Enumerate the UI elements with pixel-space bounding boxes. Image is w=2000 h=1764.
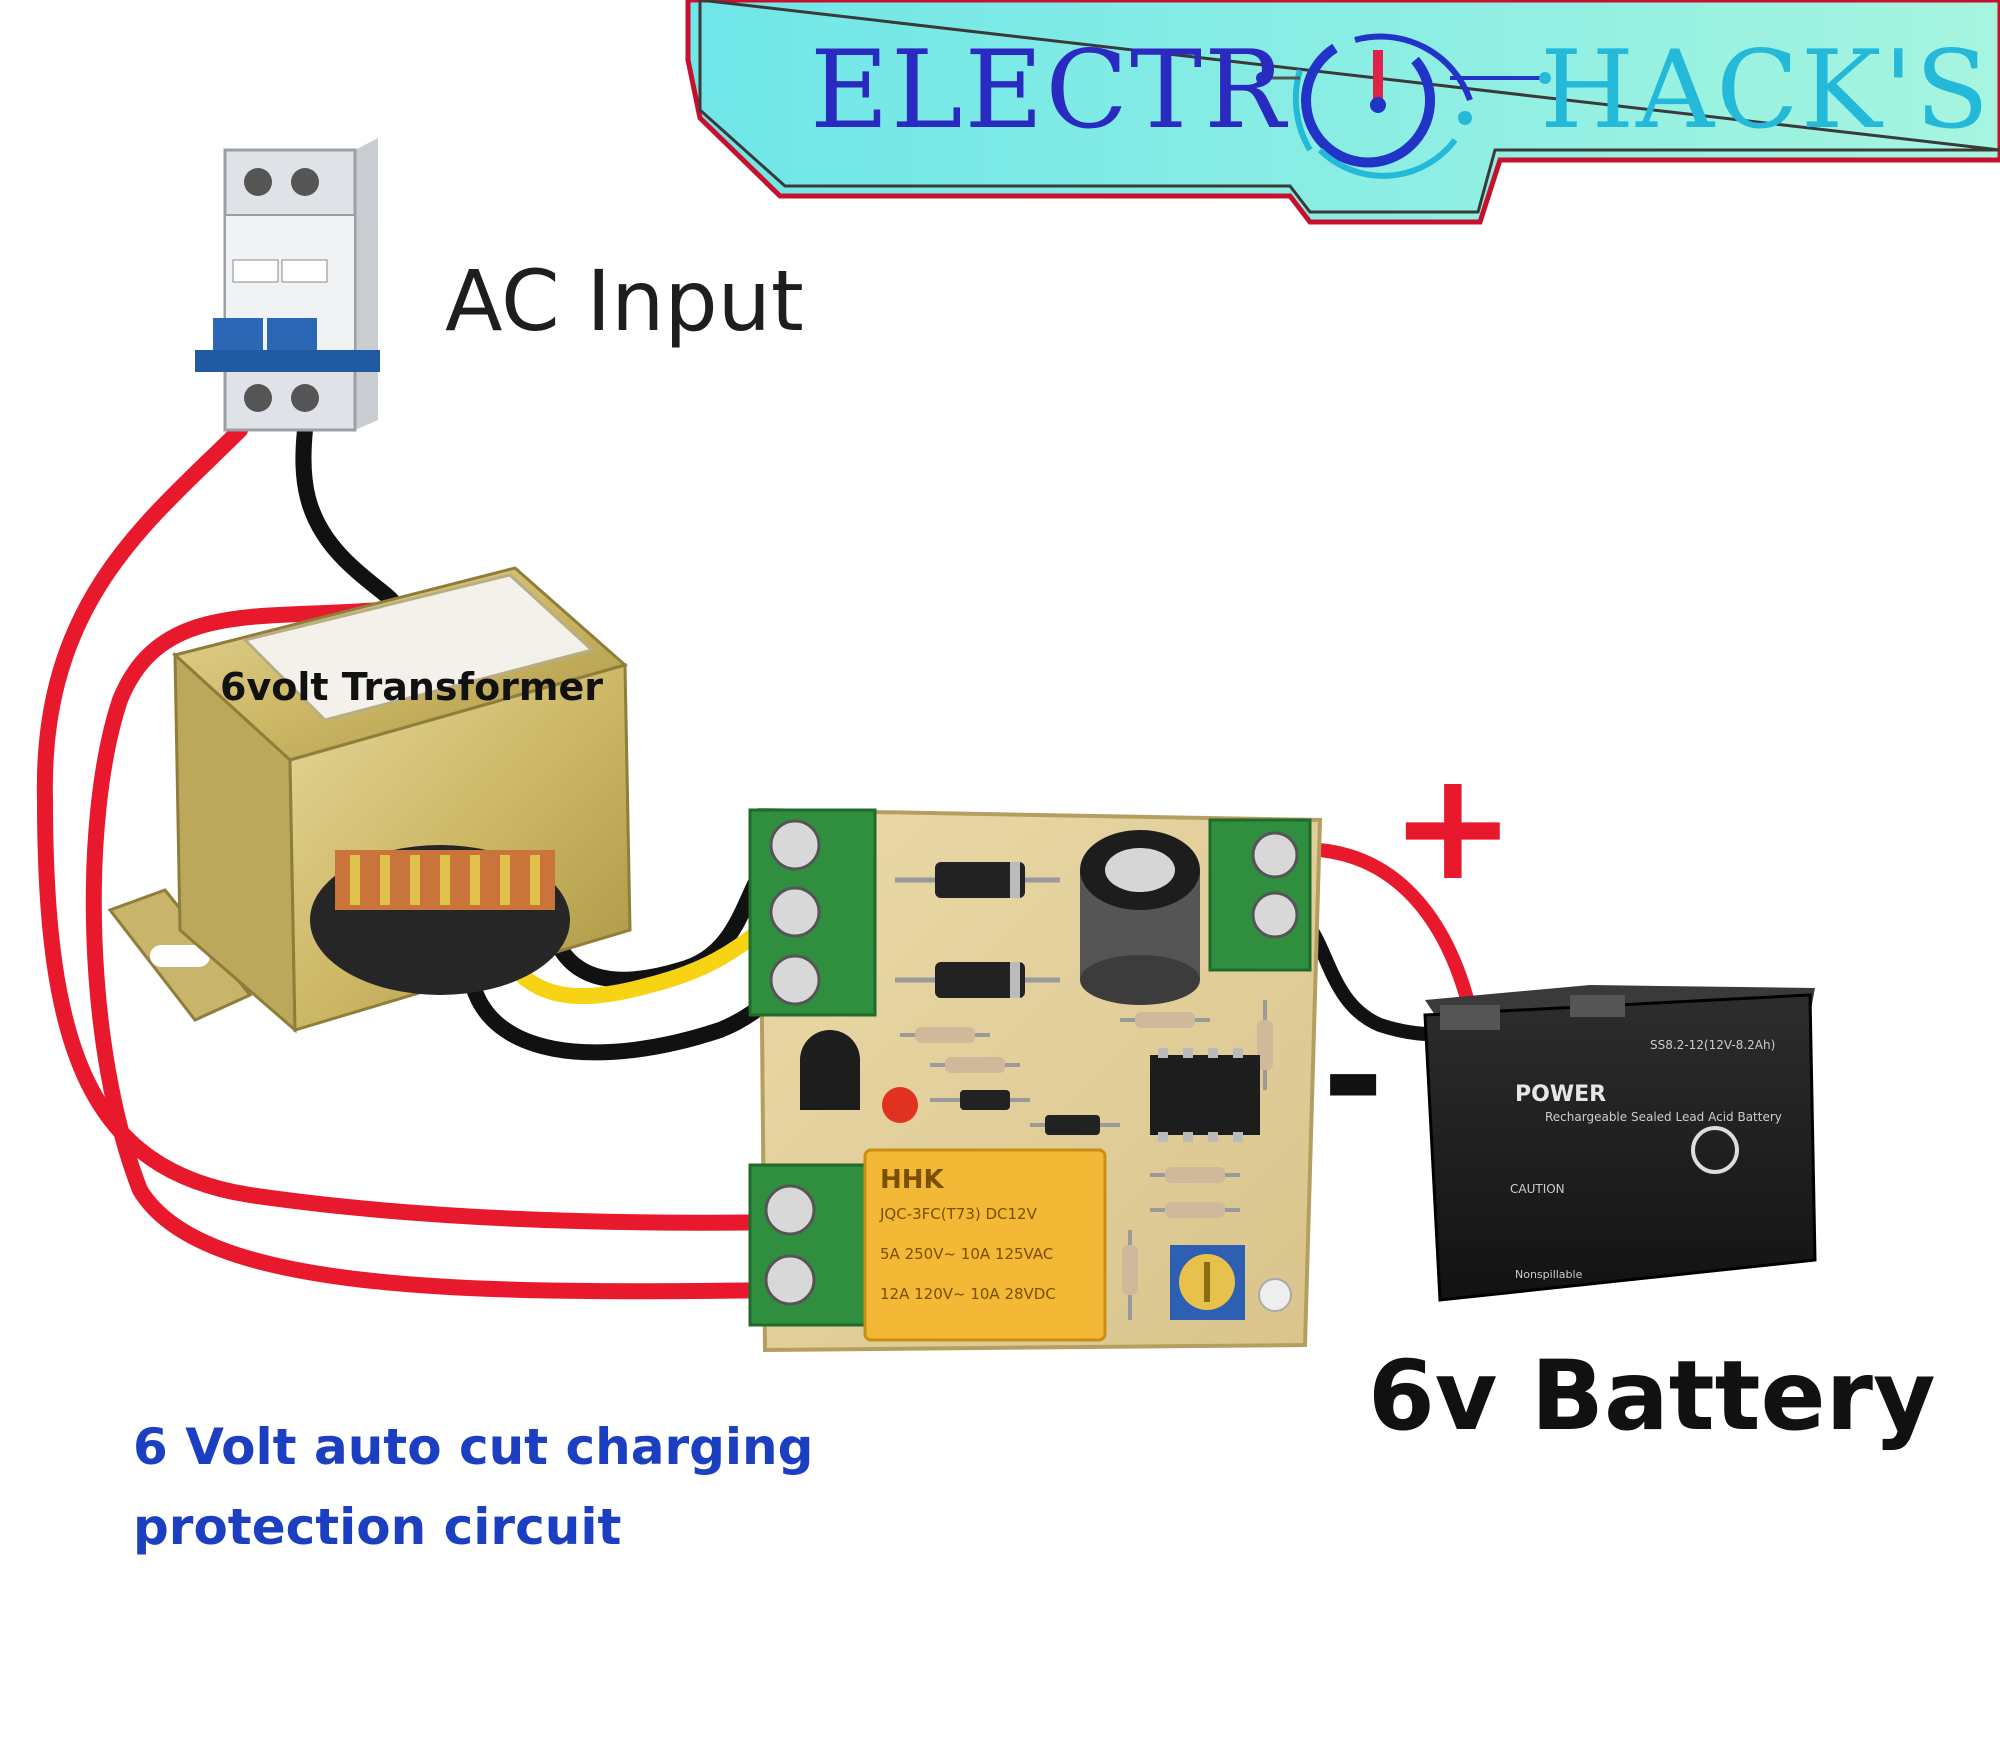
brand-banner	[685, 0, 2000, 225]
ac-input-label: AC Input	[445, 252, 804, 350]
mcb-breaker-icon	[195, 138, 380, 432]
black-wire-ac-neutral	[295, 422, 403, 613]
relay-marking-1: JQC-3FC(T73) DC12V	[880, 1205, 1037, 1223]
relay-marking-2: 5A 250V~ 10A 125VAC	[880, 1245, 1054, 1263]
relay-icon	[863, 1148, 1107, 1342]
red-led-icon	[882, 1087, 918, 1123]
brand-name-right: HACK'S	[1540, 28, 1992, 153]
battery-label: 6v Battery	[1368, 1340, 1936, 1452]
transformer-icon	[107, 566, 632, 1034]
battery-caution: CAUTION	[1510, 1182, 1565, 1196]
battery-positive-label: +	[1390, 740, 1516, 914]
ic-chip-icon	[1150, 1048, 1260, 1142]
caption-line-1: 6 Volt auto cut charging	[133, 1418, 814, 1476]
sealed-lead-acid-battery-icon	[1423, 985, 1817, 1302]
recycle-icon	[1691, 1126, 1739, 1174]
battery-subtitle: Rechargeable Sealed Lead Acid Battery	[1545, 1110, 1782, 1124]
diode-icon	[895, 862, 1120, 1135]
battery-model: SS8.2-12(12V-8.2Ah)	[1650, 1038, 1776, 1052]
relay-pcb-board-icon	[748, 807, 1323, 1353]
battery-negative-label: -	[1322, 990, 1385, 1164]
red-wire-ac-live	[36, 422, 798, 1231]
caption-line-2: protection circuit	[133, 1498, 622, 1556]
capacitor-icon	[1080, 830, 1200, 1005]
relay-brand: HHK	[880, 1165, 944, 1195]
input-terminal-block	[748, 808, 877, 1017]
red-wire-transformer-primary	[85, 602, 788, 1300]
battery-nonspillable: Nonspillable	[1515, 1268, 1583, 1281]
white-led-icon	[1258, 1278, 1292, 1312]
battery-terminal-block	[1208, 818, 1312, 972]
red-wire-battery-positive	[1278, 842, 1477, 1017]
relay-terminal-block	[748, 1163, 867, 1327]
transformer-label: 6volt Transformer	[220, 665, 604, 709]
resistor-icon	[900, 1000, 1273, 1320]
trimpot-icon	[1170, 1245, 1245, 1320]
relay-marking-3: 12A 120V~ 10A 28VDC	[880, 1285, 1056, 1303]
transistor-icon	[800, 1030, 860, 1110]
power-logo-icon	[1256, 33, 1551, 179]
battery-brand: POWER	[1515, 1082, 1607, 1107]
brand-name-left: ELECTR	[810, 28, 1288, 153]
